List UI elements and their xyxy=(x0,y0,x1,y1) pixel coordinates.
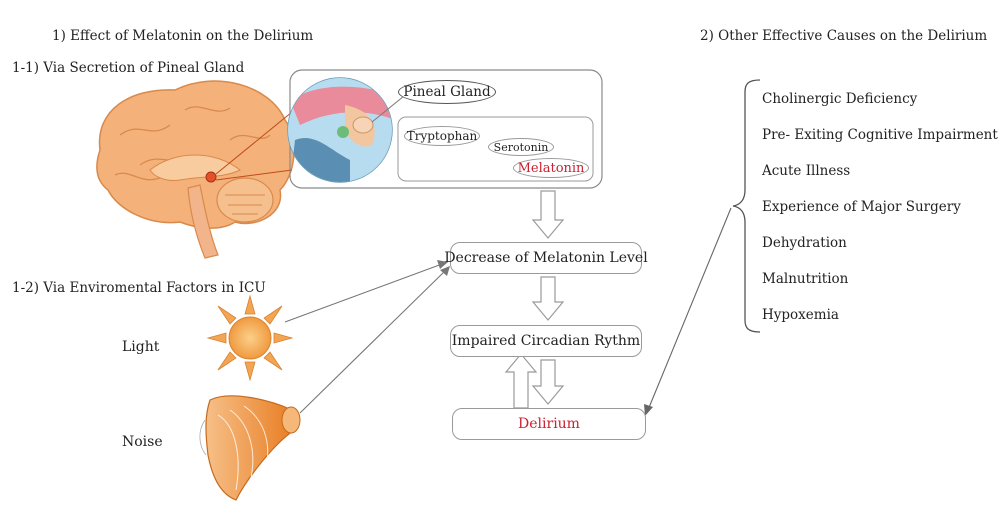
cause-item: Experience of Major Surgery xyxy=(762,199,961,215)
impaired-circadian-text: Impaired Circadian Rythm xyxy=(451,333,641,349)
light-label: Light xyxy=(122,339,160,355)
cause-item: Malnutrition xyxy=(762,271,849,287)
serotonin-label: Serotonin xyxy=(488,138,554,156)
cause-item: Acute Illness xyxy=(762,163,851,179)
arrow-delirium-feedback xyxy=(504,353,538,409)
arrow-to-decrease xyxy=(531,190,565,239)
section1-sub1: 1-1) Via Secretion of Pineal Gland xyxy=(12,60,245,76)
causes-bracket xyxy=(732,79,761,333)
synthesis-box xyxy=(397,116,594,182)
decrease-melatonin-box: Decrease of Melatonin Level xyxy=(444,242,648,274)
cause-item: Cholinergic Deficiency xyxy=(762,91,918,107)
noise-label: Noise xyxy=(122,434,163,450)
cause-item: Pre- Exiting Cognitive Impairment xyxy=(762,127,998,143)
pineal-gland-label: Pineal Gland xyxy=(398,80,496,104)
pineal-inset xyxy=(287,77,393,183)
tryptophan-label: Tryptophan xyxy=(404,126,480,146)
delirium-text: Delirium xyxy=(518,416,580,432)
section2-title: 2) Other Effective Causes on the Deliriu… xyxy=(700,28,988,44)
arrow-to-impaired xyxy=(531,276,565,321)
delirium-box: Delirium xyxy=(452,408,646,440)
impaired-circadian-box: Impaired Circadian Rythm xyxy=(450,325,642,357)
cause-item: Dehydration xyxy=(762,235,847,251)
cause-item: Hypoxemia xyxy=(762,307,839,323)
arrow-to-delirium xyxy=(531,359,565,405)
cone-speaker-icon xyxy=(199,395,301,501)
sun-icon xyxy=(206,294,294,382)
brain-illustration xyxy=(96,80,295,259)
decrease-melatonin-text: Decrease of Melatonin Level xyxy=(444,250,648,266)
section1-sub2: 1-2) Via Enviromental Factors in ICU xyxy=(12,280,266,296)
melatonin-label: Melatonin xyxy=(513,158,589,178)
section1-title: 1) Effect of Melatonin on the Delirium xyxy=(52,28,314,44)
